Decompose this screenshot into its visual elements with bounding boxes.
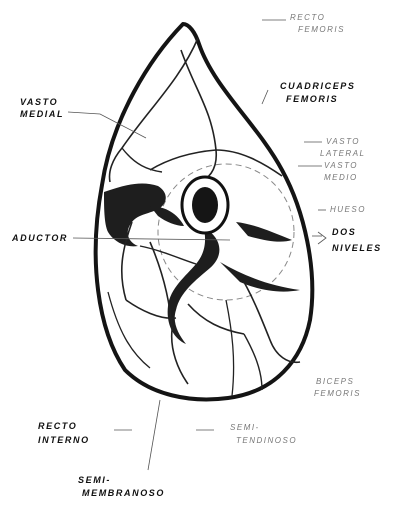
label-biceps-femoris-line1: BICEPS [316,378,354,386]
label-recto-femoris-line2: FEMORIS [298,26,345,34]
label-vasto-lateral-line1: VASTO [326,138,360,146]
semitendinoso-boundary [188,304,244,334]
label-recto-interno-line2: INTERNO [38,436,90,445]
medial-lower-line [108,292,150,368]
label-semimembranoso-line1: SEMI- [78,476,111,485]
femur-marrow [192,187,218,223]
label-vasto-lateral-line2: LATERAL [320,150,365,158]
adductor-septum-dark [150,206,184,226]
vasto-medio-boundary [150,150,216,170]
posterior-lateral-dark [220,262,300,292]
label-semimembranoso-line2: MEMBRANOSO [82,489,165,498]
label-dos-niveles-line1: DOS [332,228,356,237]
label-vasto-medio-line1: VASTO [324,162,358,170]
label-aductor: ADUCTOR [12,234,68,243]
label-dos-niveles-line2: NIVELES [332,244,382,253]
label-recto-femoris-line1: RECTO [290,14,325,22]
label-vasto-medial-line2: MEDIAL [20,110,64,119]
posterior-septum-dark [168,228,220,344]
label-vasto-medio-line2: MEDIO [324,174,358,182]
label-cuadriceps-line1: CUADRICEPS [280,82,356,91]
label-vasto-medial-line1: VASTO [20,98,58,107]
label-semitendinoso-line1: SEMI- [230,424,260,432]
label-semitendinoso-line2: TENDINOSO [236,437,297,445]
lateral-septum-dark [236,222,292,242]
level-circle-dashed [158,164,294,300]
aductor-inner-line [140,246,196,264]
posterior-midline [226,300,234,396]
intermuscular-septum-dark [104,184,166,247]
label-hueso: HUESO [330,206,366,214]
label-recto-interno-line1: RECTO [38,422,77,431]
biceps-inner-line [244,334,262,390]
label-cuadriceps-line2: FEMORIS [286,95,338,104]
label-biceps-femoris-line2: FEMORIS [314,390,361,398]
vasto-medial-inner-line [122,148,162,172]
